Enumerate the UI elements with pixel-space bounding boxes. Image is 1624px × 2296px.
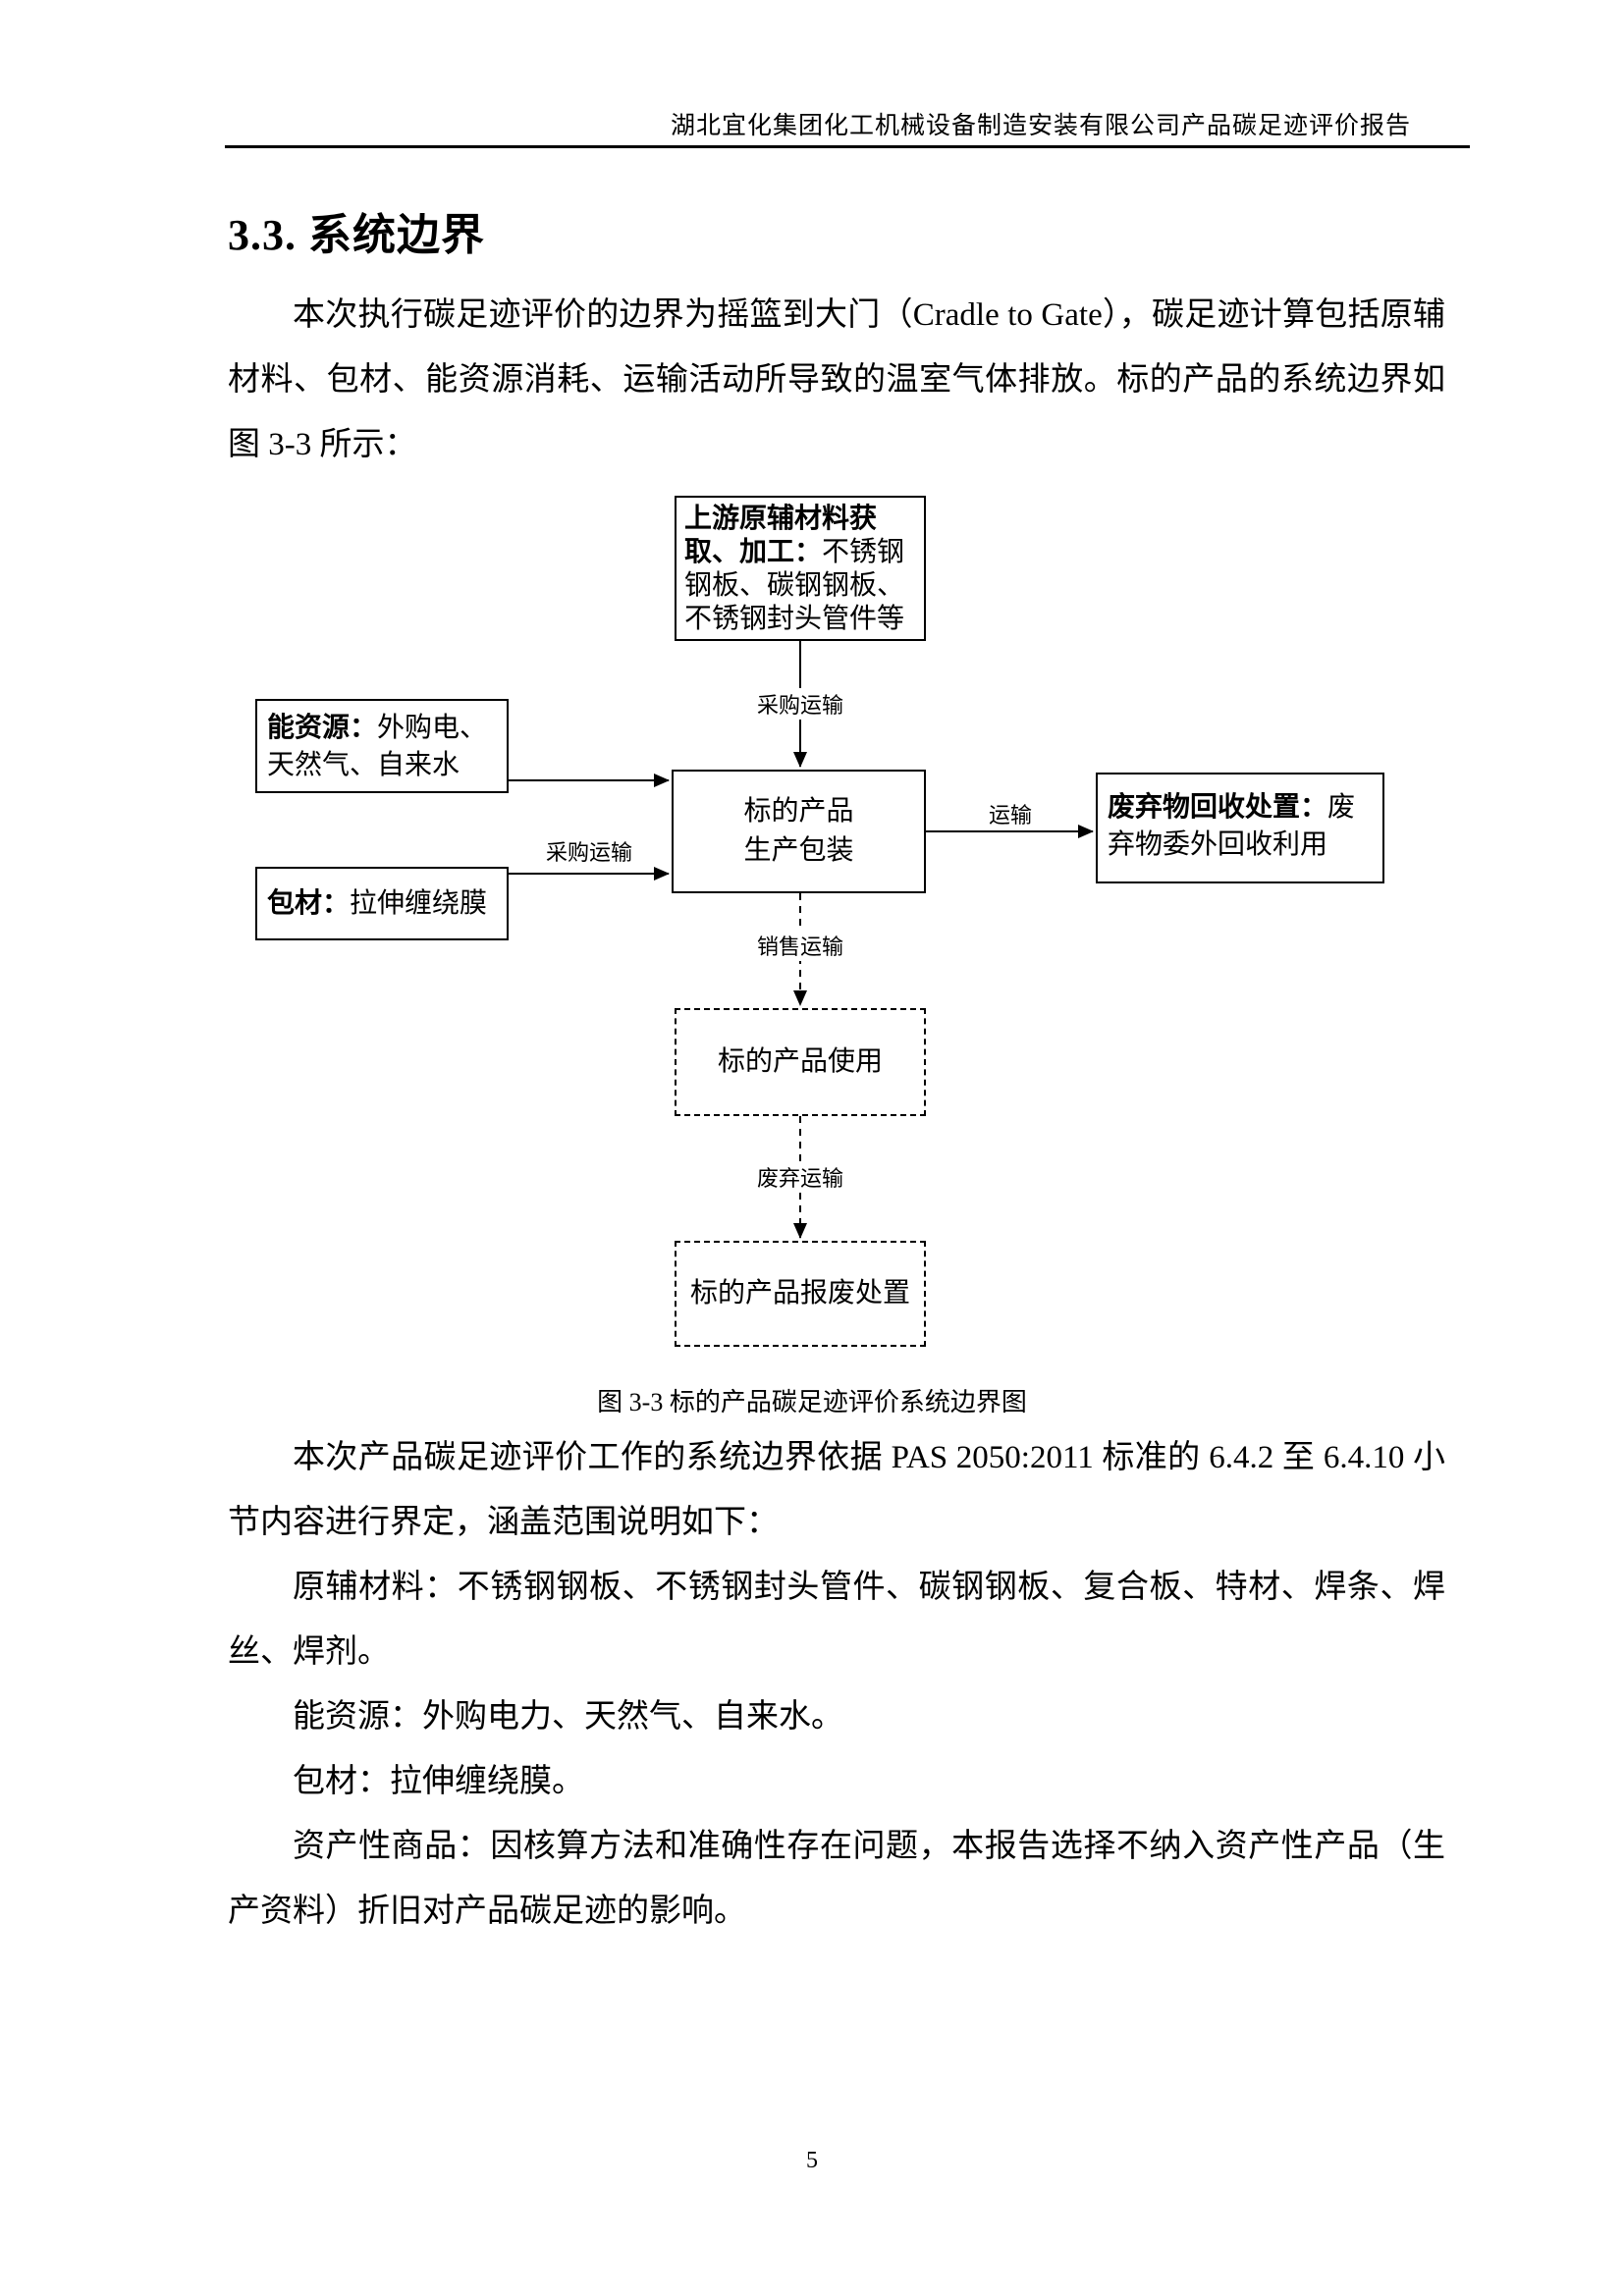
- paragraph-raw-materials: 原辅材料：不锈钢钢板、不锈钢封头管件、碳钢钢板、复合板、特材、焊条、焊丝、焊剂。: [228, 1570, 1445, 1670]
- paragraph-scope: 本次产品碳足迹评价工作的系统边界依据 PAS 2050:2011 标准的 6.4…: [228, 1440, 1445, 1540]
- upstream-materials-label: 上游原辅材料获取、加工：: [684, 504, 878, 567]
- waste-recycling-label: 废弃物回收处置：: [1108, 792, 1328, 823]
- product-line2: 生产包装: [743, 835, 854, 866]
- product-scrap-box: 标的产品报废处置: [675, 1241, 926, 1347]
- paragraph-packaging: 包材：拉伸缠绕膜。: [293, 1764, 584, 1799]
- body-text: 本次产品碳足迹评价工作的系统边界依据 PAS 2050:2011 标准的 6.4…: [228, 1425, 1445, 1944]
- header-divider: [225, 145, 1470, 148]
- arrow-label-procurement-top: 采购运输: [753, 688, 847, 720]
- paragraph-energy: 能资源：外购电力、天然气、自来水。: [293, 1699, 843, 1735]
- packaging-label: 包材：: [267, 887, 351, 919]
- product-box: 标的产品 生产包装: [672, 770, 926, 893]
- arrow-label-disposal: 废弃运输: [753, 1161, 847, 1193]
- product-use-text: 标的产品使用: [717, 1046, 883, 1077]
- upstream-materials-box: 上游原辅材料获取、加工：不锈钢钢板、碳钢钢板、不锈钢封头管件等: [675, 496, 926, 641]
- product-scrap-text: 标的产品报废处置: [689, 1278, 910, 1308]
- page-number: 5: [806, 2148, 818, 2173]
- waste-recycling-text: 废弃物委外回收利用: [1108, 792, 1356, 860]
- paragraph-capital-goods: 资产性商品：因核算方法和准确性存在问题，本报告选择不纳入资产性产品（生产资料）折…: [228, 1829, 1445, 1929]
- intro-paragraph: 本次执行碳足迹评价的边界为摇篮到大门（Cradle to Gate），碳足迹计算…: [228, 297, 1445, 462]
- product-line1: 标的产品: [743, 796, 854, 827]
- figure-caption: 图 3-3 标的产品碳足迹评价系统边界图: [597, 1388, 1027, 1416]
- product-use-box: 标的产品使用: [675, 1008, 926, 1116]
- page-header: 湖北宜化集团化工机械设备制造安装有限公司产品碳足迹评价报告: [670, 113, 1411, 139]
- arrow-label-transport: 运输: [985, 798, 1036, 829]
- packaging-box: 包材：拉伸缠绕膜: [255, 867, 509, 940]
- upstream-materials-text: 不锈钢钢板、碳钢钢板、不锈钢封头管件等: [684, 537, 905, 634]
- system-boundary-diagram: 上游原辅材料获取、加工：不锈钢钢板、碳钢钢板、不锈钢封头管件等 能资源：外购电、…: [228, 486, 1445, 1374]
- waste-recycling-box: 废弃物回收处置：废弃物委外回收利用: [1096, 773, 1384, 883]
- energy-text: 外购电、天然气、自来水: [267, 713, 488, 780]
- section-title: 3.3. 系统边界: [228, 211, 485, 259]
- packaging-text: 拉伸缠绕膜: [350, 887, 488, 919]
- arrow-label-procurement-left: 采购运输: [542, 835, 636, 867]
- energy-label: 能资源：: [267, 713, 378, 743]
- energy-box: 能资源：外购电、天然气、自来水: [255, 699, 509, 793]
- arrow-label-sales: 销售运输: [753, 930, 847, 961]
